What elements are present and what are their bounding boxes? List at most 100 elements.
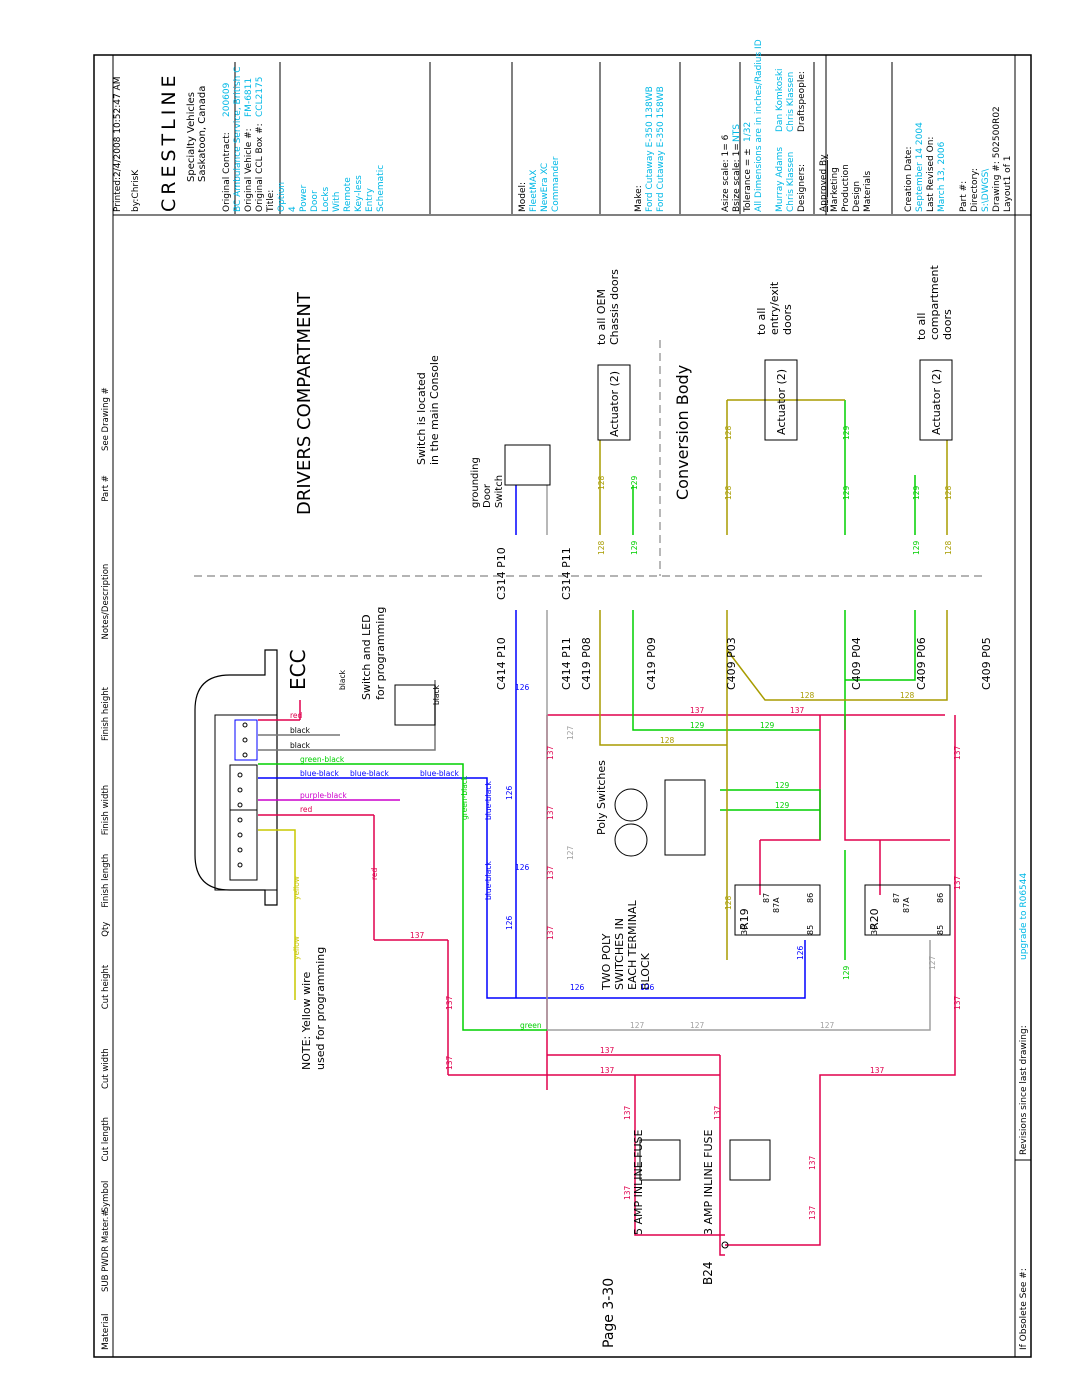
relay-pin: 87A <box>772 897 781 913</box>
connector-label: C409 P03 <box>725 637 738 690</box>
table-header-cell: Finish height <box>101 686 111 741</box>
revised-label: Last Revised On: <box>926 137 936 212</box>
ecc-label: ECC <box>286 649 310 690</box>
ecc-pin <box>237 817 243 823</box>
fuse5-label: 5 AMP INLINE FUSE <box>632 1129 645 1235</box>
designer-2: Chris Klassen <box>786 152 796 212</box>
wire-label: 129 <box>912 540 921 555</box>
wire-label: black <box>432 684 441 705</box>
wiring <box>258 399 956 1256</box>
poly-note-line: EACH TERMINAL <box>626 899 639 990</box>
relay-pin: 85 <box>806 925 815 935</box>
printed-label: Printed:2/4/2008 10:52:47 AM <box>113 77 123 212</box>
wire-label: 129 <box>842 485 851 500</box>
wire-label: 129 <box>630 475 639 490</box>
connector-label: C414 P10 <box>495 637 508 690</box>
wire-label: black <box>338 669 347 690</box>
wire-label: 137 <box>953 745 962 760</box>
wire-label: 127 <box>566 725 575 740</box>
approval-role: Marketing <box>830 167 840 212</box>
part-label: Part #: <box>959 181 969 212</box>
wire-label: 137 <box>623 1105 632 1120</box>
relay-pin: 85 <box>936 925 945 935</box>
wire-label: 126 <box>640 983 655 992</box>
wire-label: 128 <box>944 540 953 555</box>
wire-label: purple-black <box>300 791 347 800</box>
title-line: Entry <box>365 187 375 212</box>
note-label: used for programming <box>314 947 327 1070</box>
to-entry-label: entry/exit <box>768 281 781 335</box>
directory-label: Directory: <box>970 168 980 212</box>
title-label: Title: <box>266 190 276 213</box>
wire-label: 137 <box>713 1105 722 1120</box>
model-line: NewEra XC <box>540 163 550 212</box>
wire-label: 137 <box>953 875 962 890</box>
wire-label: blue-black <box>420 769 459 778</box>
wire-label: green-black <box>300 755 345 764</box>
creation-value: September 14 2004 <box>915 122 925 212</box>
table-header-cell: Notes/Description <box>101 564 111 640</box>
title-block: Layout1 of 1 Drawing #: 502500R02 S:\DWG… <box>113 39 1013 214</box>
relay-pin: 87 <box>892 893 901 903</box>
wire-label: 137 <box>410 931 425 940</box>
model-line: FleetMAX <box>529 170 539 212</box>
wire-label: 128 <box>800 691 815 700</box>
contract-label: Original Contract: <box>222 132 232 212</box>
wire-label: 137 <box>546 805 555 820</box>
wire-label: blue-black <box>484 781 493 820</box>
wire-label: 128 <box>900 691 915 700</box>
poly-note-line: TWO POLY <box>600 933 613 991</box>
door-switch-label: grounding <box>470 457 481 508</box>
wire-label: 129 <box>630 540 639 555</box>
conversion-body-label: Conversion Body <box>673 365 692 500</box>
by-label: by:ChrisK <box>131 169 141 212</box>
connector-label: C419 P09 <box>645 637 658 690</box>
dimensions-note: All Dimensions are in inches/Radius ID <box>754 39 764 212</box>
ecc-pin <box>242 752 248 758</box>
crestline-logo: CRESTLINE <box>158 71 180 212</box>
wire-label: 129 <box>842 965 851 980</box>
connector-label: C414 P11 <box>560 637 573 690</box>
make-label: Make: <box>634 185 644 212</box>
tolerance-value: 1/32 <box>743 122 753 142</box>
draftspeople-label: Draftspeople: <box>797 71 807 132</box>
draftsperson-1: Dan Komkoski <box>775 68 785 132</box>
sheet-border <box>93 54 1032 1358</box>
table-header-cell: Cut height <box>101 964 111 1009</box>
note-label: NOTE: Yellow wire <box>300 972 313 1070</box>
designers-label: Designers: <box>797 164 807 212</box>
to-entry-label: to all <box>755 308 768 335</box>
table-header-cell: Finish length <box>101 854 111 908</box>
switch-led-label: Switch and LED <box>360 614 373 700</box>
relay-pin: 86 <box>936 893 945 903</box>
ecc-pin <box>237 802 243 808</box>
designer-1: Murray Adams <box>775 147 785 212</box>
table-header-cell: See Drawing # <box>101 387 111 451</box>
wire-label: 126 <box>570 983 585 992</box>
b24-terminal <box>721 1241 729 1249</box>
title-line: Locks <box>321 186 331 212</box>
layout-label: Layout1 of 1 <box>1003 156 1013 212</box>
wire-label: 128 <box>660 736 675 745</box>
wire-label: red <box>370 867 379 880</box>
table-header-cell: Symbol <box>101 1181 111 1213</box>
wire-label: 137 <box>546 925 555 940</box>
door-switch <box>504 444 551 486</box>
to-oem-label: Chassis doors <box>608 269 621 345</box>
connector-label: C409 P05 <box>980 637 993 690</box>
revisions-value: upgrade to R06544 <box>1019 872 1029 960</box>
wire-label: 137 <box>600 1046 615 1055</box>
title-line: Key-less <box>354 175 364 212</box>
wire-label: black <box>290 726 311 735</box>
wire-label: 129 <box>842 425 851 440</box>
wire-label: red <box>300 805 313 814</box>
drawing-number: Drawing #: 502500R02 <box>992 106 1002 212</box>
wire-label: 126 <box>505 915 514 930</box>
bsize-value: NTS <box>732 124 742 142</box>
wire-label: 137 <box>690 706 705 715</box>
poly-note-line: BLOCK <box>639 952 652 990</box>
table-header-cell: Qty <box>101 922 111 937</box>
relay-r19-label: R19 <box>738 908 751 930</box>
